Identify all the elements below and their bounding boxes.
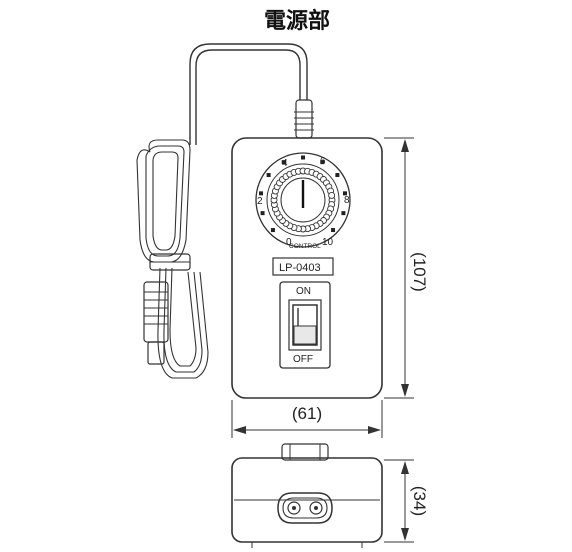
switch-on-label: ON — [296, 286, 311, 297]
dial-number-4: 4 — [282, 158, 288, 169]
dial-tick — [320, 160, 325, 165]
cable-top-loop — [189, 43, 308, 145]
control-dial[interactable]: 0 2 4 6 8 10 CONTROL — [255, 152, 351, 250]
unit-body-side — [231, 443, 383, 548]
height-dimension: (107) — [384, 137, 429, 399]
dial-tick — [260, 211, 265, 216]
depth-dimension: (34) — [384, 459, 429, 543]
dial-control-label: CONTROL — [289, 243, 321, 250]
dial-number-6: 6 — [320, 156, 326, 167]
plug-connector — [143, 281, 169, 365]
model-label-plate: LP-0403 — [272, 257, 334, 276]
dial-tick — [331, 228, 336, 233]
width-dimension: (61) — [231, 400, 383, 438]
dial-tick — [270, 228, 275, 233]
dial-tick — [335, 173, 340, 178]
dial-tick — [266, 173, 271, 178]
dial-number-10: 10 — [322, 237, 334, 248]
unit-body-front — [231, 137, 383, 399]
ac-inlet — [277, 492, 333, 524]
power-switch[interactable]: ON OFF — [279, 281, 331, 369]
depth-value: (34) — [410, 486, 429, 516]
model-label: LP-0403 — [279, 262, 321, 274]
width-value: (61) — [292, 404, 322, 423]
drawing-title: 電源部 — [264, 8, 330, 34]
dial-knurl — [270, 167, 336, 233]
dial-number-8: 8 — [344, 195, 350, 206]
dial-ticks — [259, 155, 347, 233]
dial-number-2: 2 — [257, 196, 263, 207]
dial-number-0: 0 — [286, 237, 292, 248]
switch-off-label: OFF — [293, 354, 313, 365]
dial-tick — [281, 160, 286, 165]
knurl-bump — [328, 192, 336, 199]
coiled-cable — [136, 139, 209, 379]
dial-tick — [259, 191, 264, 196]
strain-relief — [294, 99, 314, 139]
dial-tick — [341, 211, 346, 216]
dial-tick — [342, 191, 347, 196]
height-value: (107) — [410, 252, 429, 292]
dial-tick — [301, 155, 305, 160]
